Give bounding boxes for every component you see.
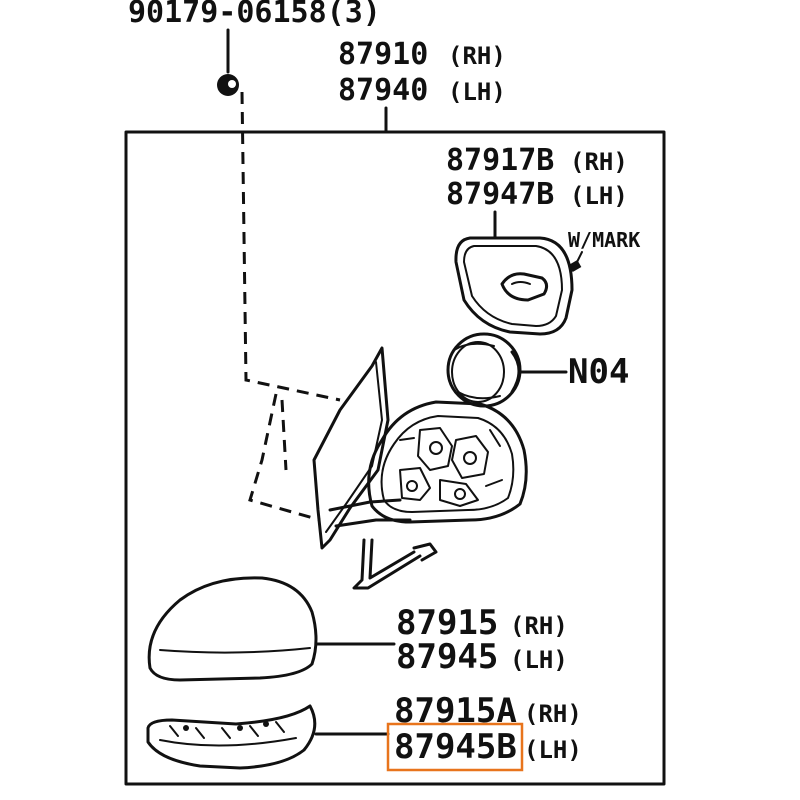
assembly-lh-number[interactable]: 87940 bbox=[338, 73, 428, 108]
mark-indicator bbox=[568, 260, 582, 272]
turn-lamp-rh-side: (RH) bbox=[524, 700, 582, 728]
screw-dashed-leader bbox=[240, 91, 341, 402]
cover-lh-number[interactable]: 87945 bbox=[396, 637, 498, 677]
turn-lamp-part bbox=[146, 704, 317, 770]
glass-rh-number[interactable]: 87917B bbox=[446, 143, 554, 178]
mirror-glass-part bbox=[454, 236, 574, 336]
glass-lh-number[interactable]: 87947B bbox=[446, 177, 554, 212]
glass-rh-side: (RH) bbox=[570, 148, 628, 176]
screw-icon bbox=[217, 74, 239, 96]
actuator-n04-part bbox=[446, 332, 522, 408]
n04-label[interactable]: N04 bbox=[568, 352, 629, 392]
cover-rh-number[interactable]: 87915 bbox=[396, 603, 498, 643]
cover-lh-side: (LH) bbox=[510, 646, 568, 674]
assembly-rh-number[interactable]: 87910 bbox=[338, 37, 428, 72]
selected-part-highlight bbox=[386, 722, 524, 772]
mark-note: W/MARK bbox=[568, 228, 640, 252]
screw-part-number[interactable]: 90179-06158(3) bbox=[128, 0, 381, 30]
assembly-frame bbox=[124, 130, 666, 786]
assembly-lh-side: (LH) bbox=[448, 78, 506, 106]
turn-lamp-lh-side: (LH) bbox=[524, 736, 582, 764]
cover-rh-side: (RH) bbox=[510, 612, 568, 640]
glass-lh-side: (LH) bbox=[570, 182, 628, 210]
mirror-cover-part bbox=[147, 576, 318, 682]
assembly-rh-side: (RH) bbox=[448, 42, 506, 70]
mirror-housing-part bbox=[248, 346, 528, 590]
turn-lamp-lh-number[interactable]: 87945B bbox=[394, 727, 517, 767]
